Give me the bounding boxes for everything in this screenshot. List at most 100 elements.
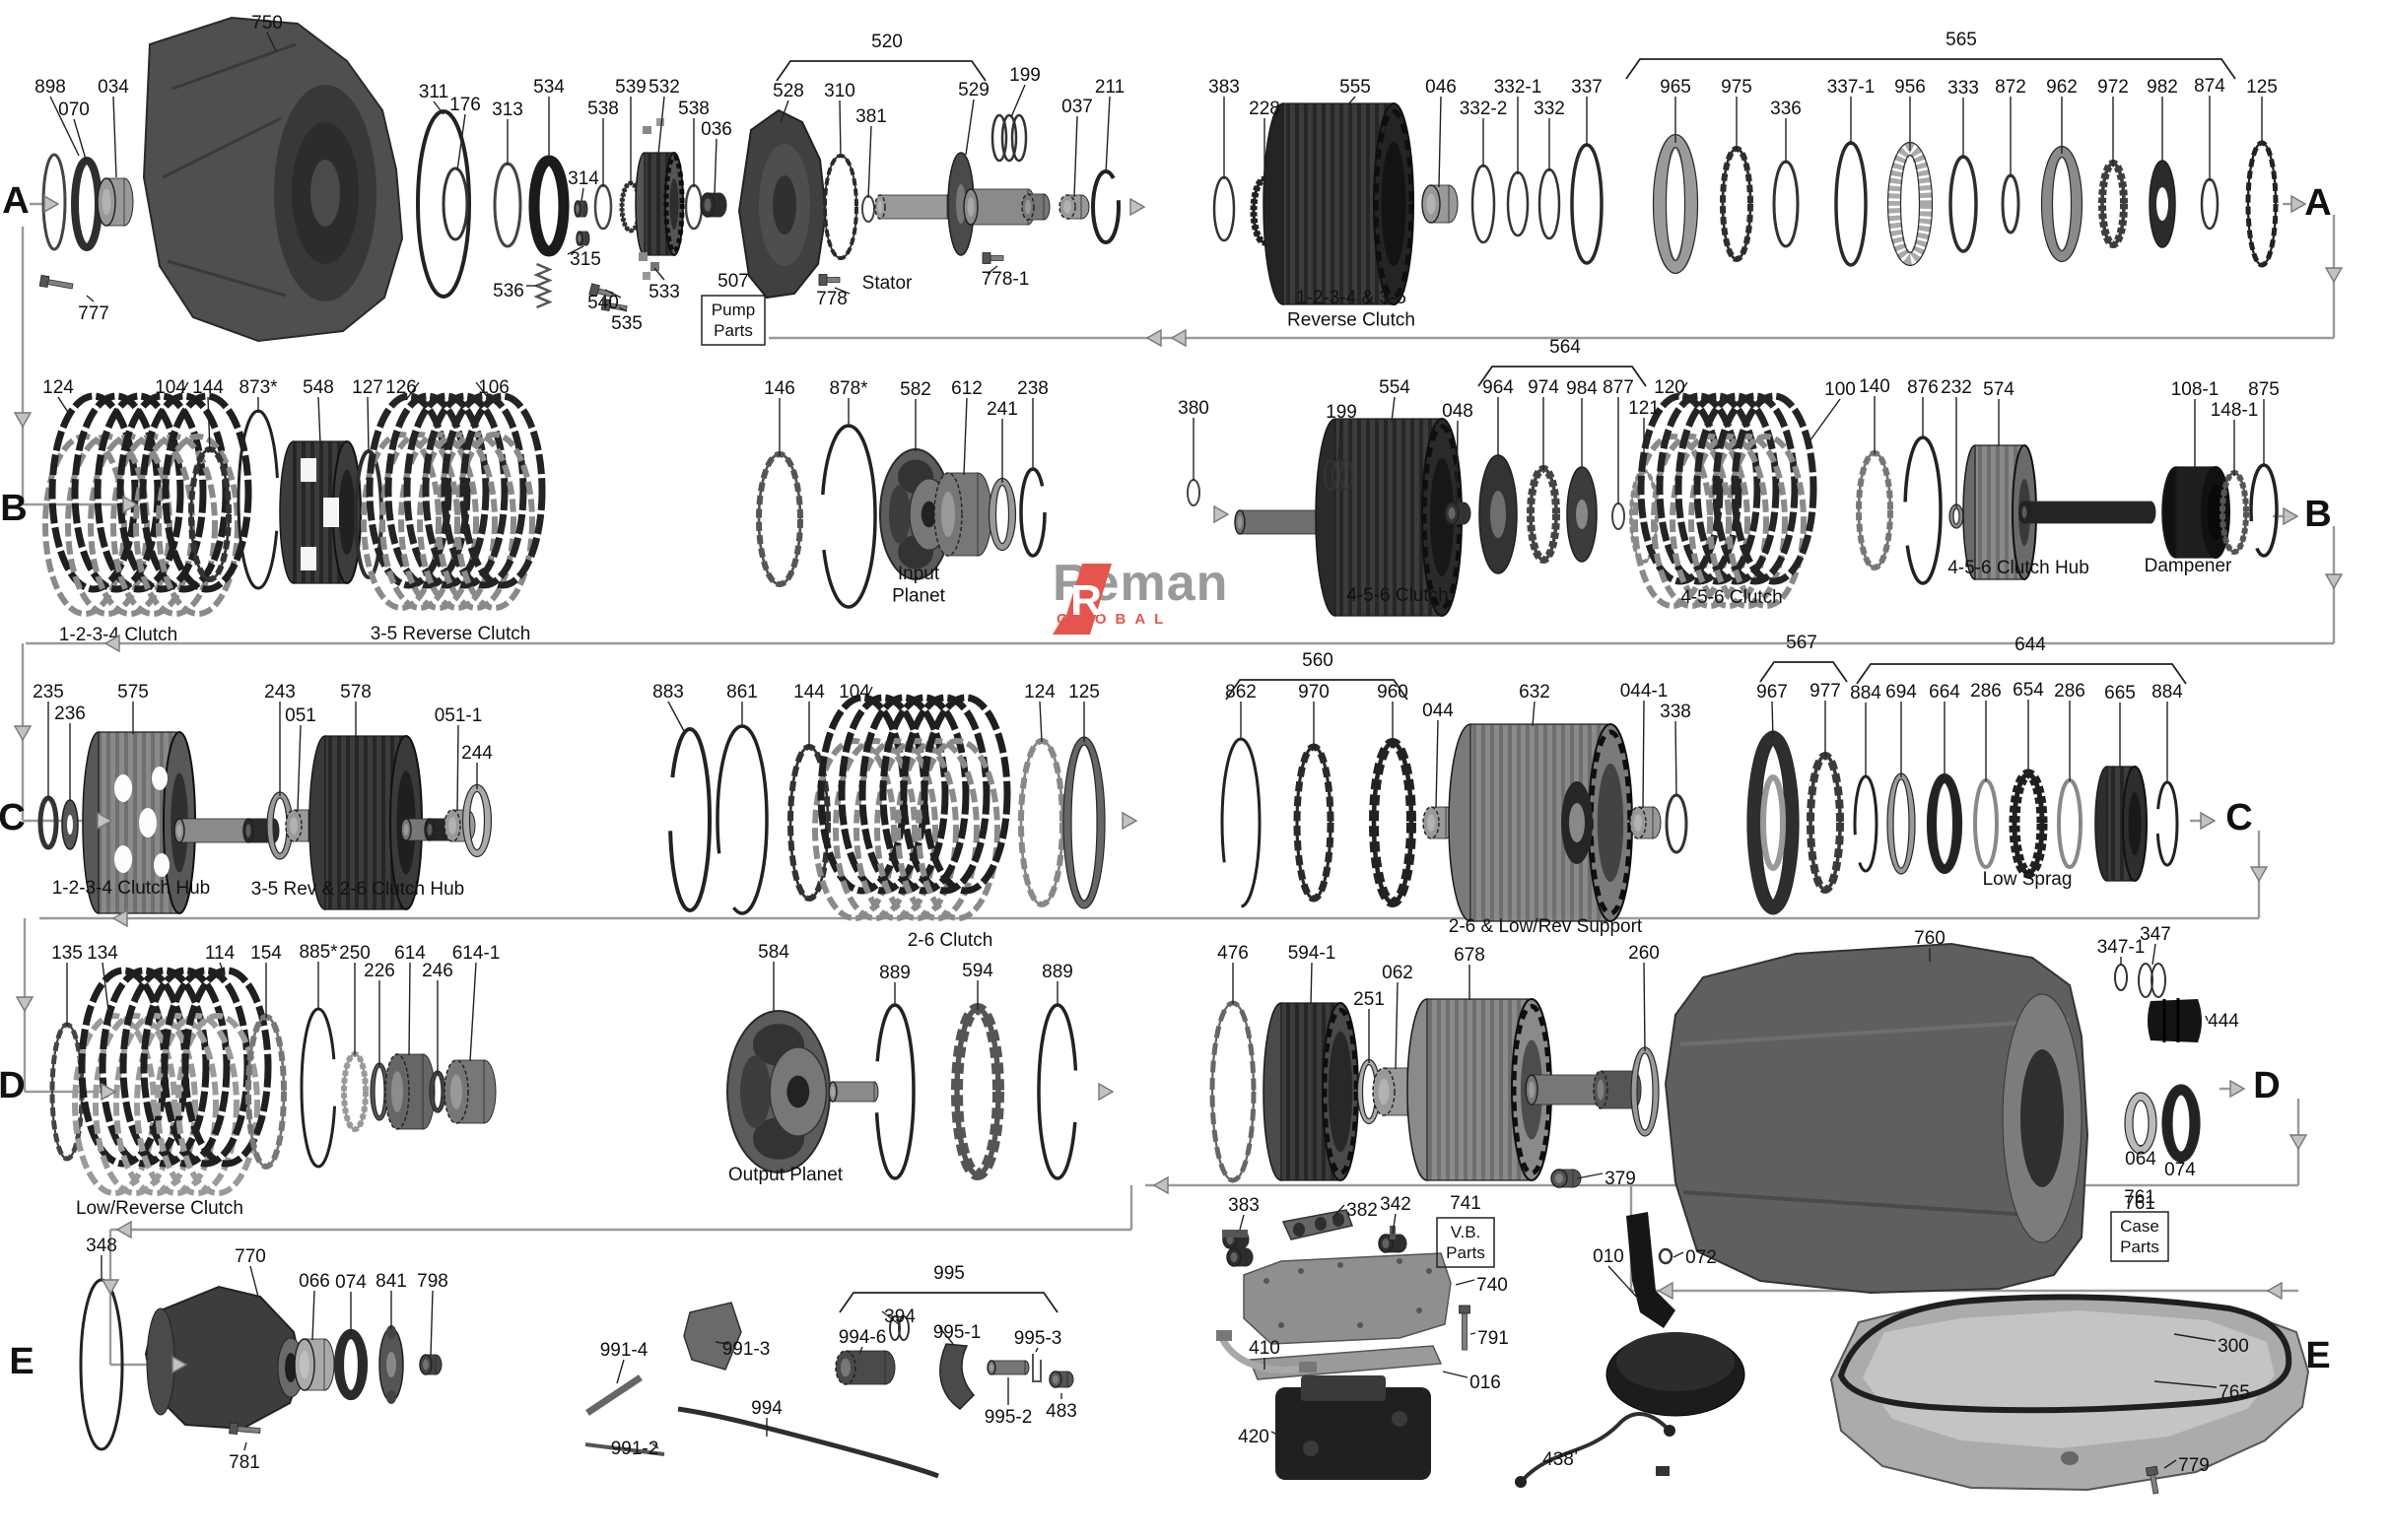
clutch-pack-456-steel — [1731, 392, 1817, 585]
clutch-pack-26-steel — [900, 694, 990, 895]
callout-974: 974 — [1528, 377, 1559, 398]
part-798 — [419, 1354, 433, 1375]
flow-arrow — [122, 495, 139, 514]
leader-line — [1643, 962, 1646, 1052]
callout-243: 243 — [264, 682, 296, 703]
callout-106: 106 — [478, 377, 510, 398]
part-051 — [285, 809, 303, 842]
callout-211: 211 — [1095, 77, 1125, 98]
gasket-300 — [1837, 1294, 2292, 1414]
flow-arrow — [15, 996, 34, 1013]
leader-line — [73, 118, 88, 164]
part-ell — [1515, 1476, 1527, 1488]
row-letter-D-right: D — [2253, 1065, 2280, 1106]
callout-994-6: 994-6 — [839, 1327, 887, 1348]
leader-line — [456, 113, 466, 171]
clutch-pack-26-friction — [895, 738, 980, 921]
part-sq — [643, 126, 651, 134]
callout-154: 154 — [250, 943, 282, 964]
leader-line — [839, 100, 842, 159]
row-letter-D-left: D — [0, 1065, 26, 1106]
part-cyl — [2023, 501, 2151, 524]
part-ell — [114, 845, 132, 873]
callout-584: 584 — [758, 942, 789, 963]
section-label: 2-6 Clutch — [908, 930, 993, 951]
callout-778: 778 — [816, 289, 848, 309]
callout-051-1: 051-1 — [435, 705, 483, 726]
part-982 — [2156, 187, 2168, 221]
callout-555: 555 — [1339, 77, 1371, 98]
leader-line — [1270, 1431, 1282, 1438]
part-cyl — [832, 1081, 875, 1103]
part-036 — [704, 198, 712, 212]
gear-614-1 — [444, 1059, 469, 1124]
clutch-pack-26-friction — [916, 738, 1000, 921]
part-778-1 — [982, 252, 1004, 264]
part-665 — [2122, 766, 2148, 882]
row-letter-C-left: C — [0, 797, 26, 838]
callout-126: 126 — [385, 377, 417, 398]
valve-body-740 — [1243, 1252, 1452, 1345]
callout-044-1: 044-1 — [1620, 681, 1669, 702]
part-956 — [1899, 154, 1921, 254]
callout-125: 125 — [1068, 682, 1100, 703]
callout-300: 300 — [2218, 1336, 2249, 1357]
part-cyl — [874, 194, 886, 220]
callout-066: 066 — [299, 1271, 330, 1292]
leader-line — [207, 396, 211, 452]
callout-337-1: 337-1 — [1827, 77, 1876, 98]
flow-arrow — [1129, 197, 1146, 217]
filter-010 — [1626, 1212, 1675, 1328]
part-874 — [2200, 177, 2219, 231]
callout-144: 144 — [192, 377, 224, 398]
part-074e — [342, 1337, 360, 1392]
clutch-pack-35rev-friction — [417, 432, 498, 611]
part-070 — [71, 157, 102, 251]
callout-548: 548 — [303, 377, 334, 398]
part-995-2 — [990, 1360, 1026, 1375]
part-ell — [310, 160, 340, 227]
section-label: 1-2-3-4 Clutch Hub — [52, 878, 211, 899]
bracket-label-567: 567 — [1786, 633, 1817, 653]
part-538 — [593, 183, 613, 231]
part-781 — [229, 1422, 261, 1435]
gear-594-1 — [1322, 1007, 1359, 1176]
box-text-761: Case — [2120, 1217, 2159, 1236]
callout-313: 313 — [492, 100, 523, 120]
clutch-pack-26-friction — [854, 738, 938, 921]
part-991-4 — [585, 1374, 643, 1416]
callout-037: 037 — [1061, 97, 1093, 117]
part-332-1 — [1506, 170, 1530, 237]
part-048 — [1448, 506, 1456, 520]
part-977 — [1807, 752, 1844, 894]
part-246 — [433, 1074, 443, 1109]
part-cyl — [1226, 1247, 1242, 1267]
output-planet-584 — [740, 1055, 772, 1128]
part-cyl — [245, 824, 251, 837]
part-872 — [2001, 173, 2020, 234]
label-box-507 — [701, 295, 766, 346]
leader-line — [651, 1442, 659, 1449]
part-ell — [773, 175, 796, 234]
section-label: 1-2-3-4 Clutch — [59, 625, 177, 645]
part-779 — [2145, 1465, 2159, 1495]
callout-140: 140 — [1859, 376, 1890, 397]
callout-532: 532 — [649, 77, 680, 98]
flow-arrow — [1098, 1082, 1115, 1102]
callout-251: 251 — [1353, 989, 1385, 1010]
part-260 — [1636, 1052, 1654, 1131]
part-311 — [416, 109, 471, 299]
callout-972: 972 — [2097, 77, 2129, 98]
clutch-pack-35rev-friction — [454, 432, 535, 611]
callout-614: 614 — [394, 943, 426, 964]
flow-arrow — [1145, 328, 1162, 348]
leader-line — [714, 138, 717, 196]
callout-781: 781 — [229, 1452, 260, 1473]
part-898 — [41, 153, 67, 251]
part-995-2 — [990, 1364, 993, 1372]
row-letter-B-left: B — [0, 488, 27, 529]
callout-533: 533 — [649, 282, 680, 302]
callout-048: 048 — [1442, 401, 1473, 422]
